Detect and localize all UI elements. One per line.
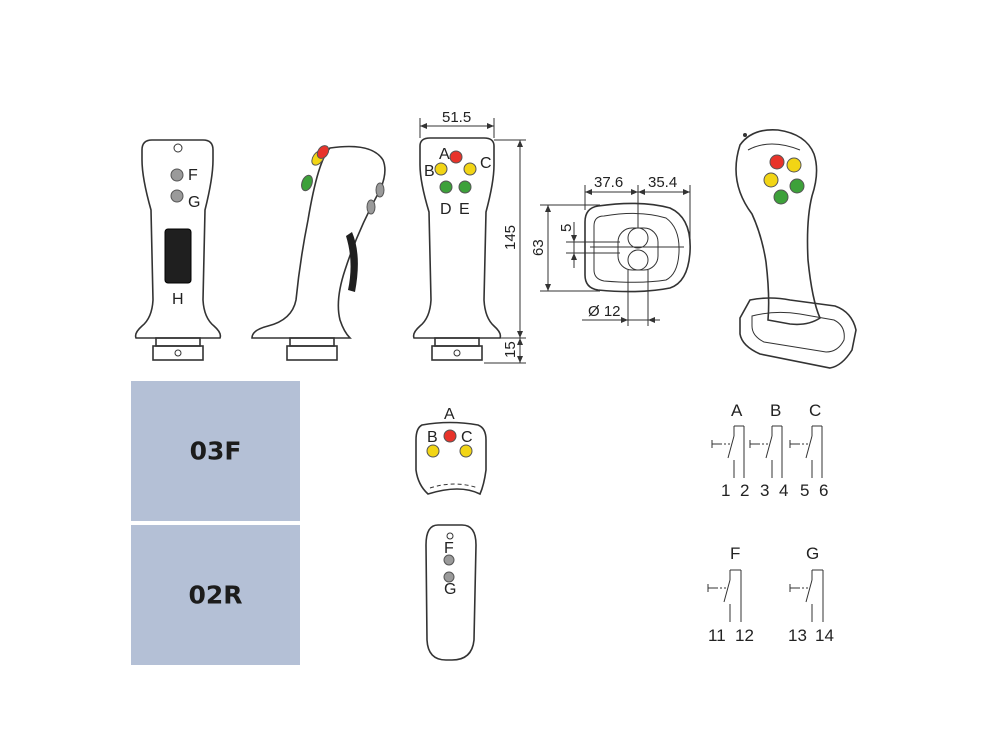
front-label-h: H bbox=[172, 291, 184, 308]
terminal-6: 6 bbox=[819, 481, 828, 500]
joystick-side-view bbox=[251, 145, 386, 361]
button-c-icon bbox=[463, 162, 477, 176]
terminal-14: 14 bbox=[815, 626, 834, 645]
base-footprint: 37.6 35.4 63 5 Ø 12 bbox=[530, 174, 691, 326]
terminal-1: 1 bbox=[721, 481, 730, 500]
dim-width-top: 51.5 bbox=[442, 109, 471, 126]
switch-label-a: A bbox=[731, 401, 743, 420]
panel-02r-label-g: G bbox=[444, 581, 456, 598]
terminal-4: 4 bbox=[779, 481, 788, 500]
panel-03f-label-c: C bbox=[461, 429, 473, 446]
dim-height-total: 145 bbox=[502, 225, 519, 250]
dim-hole: Ø 12 bbox=[588, 303, 621, 320]
dim-base-right: 35.4 bbox=[648, 174, 677, 191]
panel-02r-g-icon bbox=[443, 571, 455, 583]
dim-base-left: 37.6 bbox=[594, 174, 623, 191]
switch-diagram-fg: F G 11 12 13 14 bbox=[707, 544, 834, 645]
terminal-5: 5 bbox=[800, 481, 809, 500]
switch-label-b: B bbox=[770, 401, 781, 420]
button-b-icon bbox=[434, 162, 448, 176]
panel-03f-label-b: B bbox=[427, 429, 438, 446]
front-label-f: F bbox=[188, 167, 198, 184]
terminal-3: 3 bbox=[760, 481, 769, 500]
model-code-02r: 02R bbox=[188, 580, 243, 610]
front-label-g: G bbox=[188, 194, 200, 211]
terminal-12: 12 bbox=[735, 626, 754, 645]
top-label-b: B bbox=[424, 163, 435, 180]
panel-03f-a-icon bbox=[443, 429, 457, 443]
switch-diagram-abc: A B C 1 2 3 4 5 6 bbox=[711, 401, 828, 500]
top-label-c: C bbox=[480, 155, 492, 172]
terminal-2: 2 bbox=[740, 481, 749, 500]
panel-02r-f-icon bbox=[443, 554, 455, 566]
button-g-icon bbox=[170, 189, 184, 203]
button-d-icon bbox=[439, 180, 453, 194]
panel-03f-b-icon bbox=[426, 444, 440, 458]
3d-green-button-2-icon bbox=[773, 189, 789, 205]
panel-03f-label-a: A bbox=[444, 406, 455, 423]
panel-02r: F G bbox=[425, 524, 477, 661]
dim-slot: 5 bbox=[558, 224, 575, 232]
switch-label-f: F bbox=[730, 544, 740, 563]
panel-02r-label-f: F bbox=[444, 540, 454, 557]
joystick-front-view: F G H bbox=[134, 139, 222, 361]
dim-height-base: 15 bbox=[502, 341, 519, 358]
model-code-03f: 03F bbox=[189, 436, 242, 466]
switch-label-g: G bbox=[806, 544, 819, 563]
dim-base-height: 63 bbox=[530, 239, 547, 256]
3d-green-button-icon bbox=[789, 178, 805, 194]
terminal-13: 13 bbox=[788, 626, 807, 645]
button-e-icon bbox=[458, 180, 472, 194]
model-box-03f: 03F bbox=[131, 381, 300, 521]
top-label-d: D bbox=[440, 201, 452, 218]
3d-red-button-icon bbox=[769, 154, 785, 170]
joystick-top-view: A B C D E 51.5 145 15 bbox=[412, 109, 526, 364]
top-label-e: E bbox=[459, 201, 470, 218]
switch-label-c: C bbox=[809, 401, 821, 420]
3d-yellow-button-icon bbox=[786, 157, 802, 173]
joystick-3d-view bbox=[735, 128, 857, 369]
panel-03f-c-icon bbox=[459, 444, 473, 458]
button-a-icon bbox=[449, 150, 463, 164]
model-box-02r: 02R bbox=[131, 525, 300, 665]
button-f-icon bbox=[170, 168, 184, 182]
terminal-11: 11 bbox=[708, 626, 726, 645]
panel-03f: A B C bbox=[415, 406, 487, 496]
display-h-icon bbox=[164, 228, 192, 284]
top-label-a: A bbox=[439, 146, 450, 163]
3d-yellow-button-2-icon bbox=[763, 172, 779, 188]
